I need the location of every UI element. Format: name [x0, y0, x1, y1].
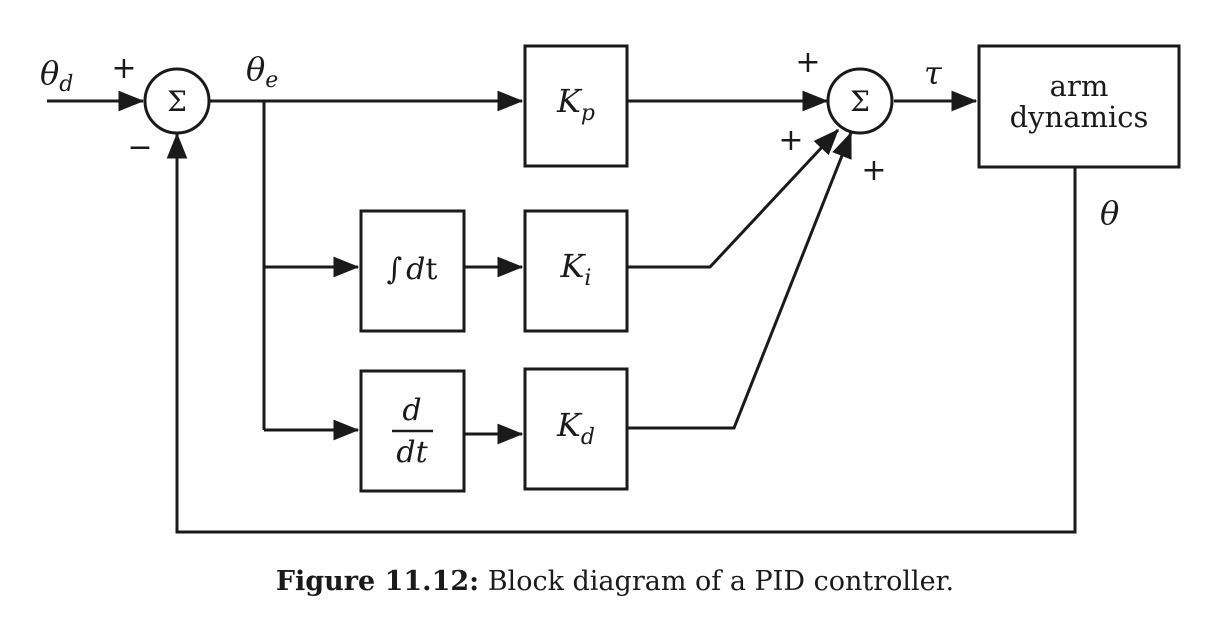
signal-error: θe: [246, 50, 278, 93]
sum2-plus-sign-i: +: [778, 123, 803, 158]
block-kp: Kp: [523, 44, 629, 168]
error-symbol: θ: [246, 50, 265, 88]
kp-label: K: [556, 82, 583, 120]
integral-sign: ∫: [387, 252, 403, 287]
kd-subscript: d: [581, 425, 595, 450]
desired-angle-subscript: d: [59, 72, 73, 97]
figure-caption-label: Figure 11.12:: [275, 566, 480, 597]
block-ki: Ki: [523, 209, 629, 333]
ki-subscript: i: [584, 266, 591, 291]
derivative-denominator: dt: [396, 435, 428, 470]
integrator-d: d: [406, 252, 425, 287]
derivative-numerator: d: [402, 393, 421, 428]
error-subscript: e: [265, 68, 278, 93]
kd-label: K: [556, 406, 583, 444]
sum1-plus-sign: +: [111, 51, 136, 86]
sum-junction-torque: Σ: [826, 67, 894, 135]
kp-subscript: p: [581, 101, 595, 126]
block-integrator: ∫dt: [359, 209, 466, 333]
wire-kd-to-sum2: [627, 131, 853, 430]
integrator-t: t: [425, 252, 437, 287]
plant-label-line2: dynamics: [1010, 100, 1149, 134]
signal-desired-angle: θd: [40, 54, 73, 97]
figure-caption: Figure 11.12: Block diagram of a PID con…: [0, 566, 1230, 597]
block-kd: Kd: [523, 367, 629, 491]
plant-label-line1: arm: [1050, 69, 1109, 103]
sum2-plus-sign-p: +: [795, 45, 820, 80]
signal-torque: τ: [924, 54, 943, 92]
sum2-plus-sign-d: +: [861, 153, 886, 188]
signal-output-angle: θ: [1100, 194, 1119, 232]
svg-text:Kp: Kp: [556, 82, 595, 126]
sum-junction-torque-symbol: Σ: [850, 85, 870, 118]
block-arm-dynamics: arm dynamics: [977, 44, 1181, 169]
desired-angle-symbol: θ: [40, 54, 59, 92]
figure-caption-text: Block diagram of a PID controller.: [487, 566, 955, 597]
svg-text:Kd: Kd: [556, 406, 595, 450]
svg-text:∫dt: ∫dt: [387, 252, 438, 287]
pid-block-diagram: Σ Σ Kp ∫dt Ki d dt Kd arm: [40, 44, 1181, 534]
ki-label: K: [560, 247, 587, 285]
svg-text:Ki: Ki: [560, 247, 592, 291]
wire-ki-to-sum2: [627, 128, 840, 269]
wire-feedback: [166, 132, 1077, 534]
block-derivative: d dt: [359, 369, 466, 493]
sum1-minus-sign: −: [127, 130, 152, 165]
sum-junction-error-symbol: Σ: [167, 85, 187, 118]
sum-junction-error: Σ: [143, 67, 211, 135]
